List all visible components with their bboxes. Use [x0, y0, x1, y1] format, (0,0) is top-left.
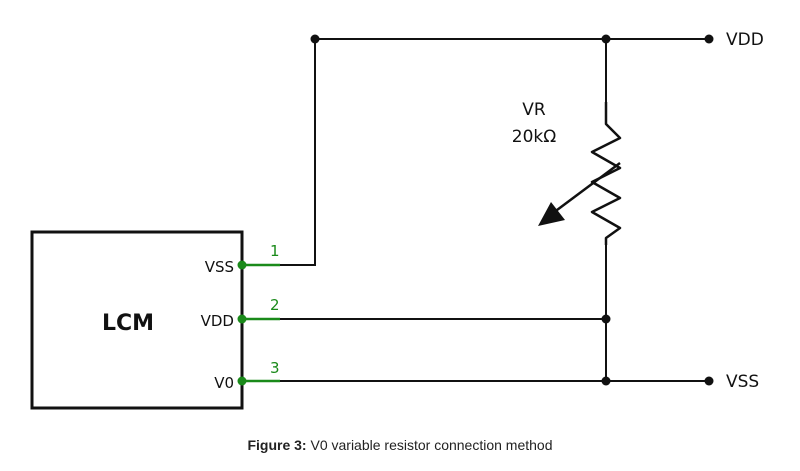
pin-label-v0: V0	[214, 374, 234, 392]
pin1-dot	[237, 260, 247, 270]
pin-label-vss: VSS	[205, 258, 234, 276]
pin-label-vdd: VDD	[201, 312, 234, 330]
caption-prefix: Figure 3:	[247, 437, 307, 453]
terminal-top	[704, 34, 714, 44]
junction-mid-right	[601, 314, 611, 324]
terminal-bottom	[704, 376, 714, 386]
figure-caption: Figure 3: V0 variable resistor connectio…	[0, 437, 800, 453]
rail-label-vss: VSS	[726, 372, 759, 392]
wire-pin1-to-top	[280, 39, 316, 266]
pin3-dot	[237, 376, 247, 386]
pin-number-2: 2	[270, 296, 280, 314]
pin-number-3: 3	[270, 359, 280, 377]
junction-top-left	[310, 34, 320, 44]
caption-text: V0 variable resistor connection method	[306, 437, 553, 453]
junction-bottom-right	[601, 376, 611, 386]
resistor-value: 20kΩ	[512, 127, 556, 147]
pin2-dot	[237, 314, 247, 324]
resistor-name: VR	[522, 100, 546, 120]
wiper-arrow-head	[538, 202, 565, 226]
variable-resistor	[590, 102, 622, 245]
wiper-arrow-shaft	[552, 161, 621, 215]
lcm-label: LCM	[102, 311, 154, 336]
rail-label-vdd: VDD	[726, 30, 764, 50]
junction-top-right	[601, 34, 611, 44]
pin-number-1: 1	[270, 242, 280, 260]
